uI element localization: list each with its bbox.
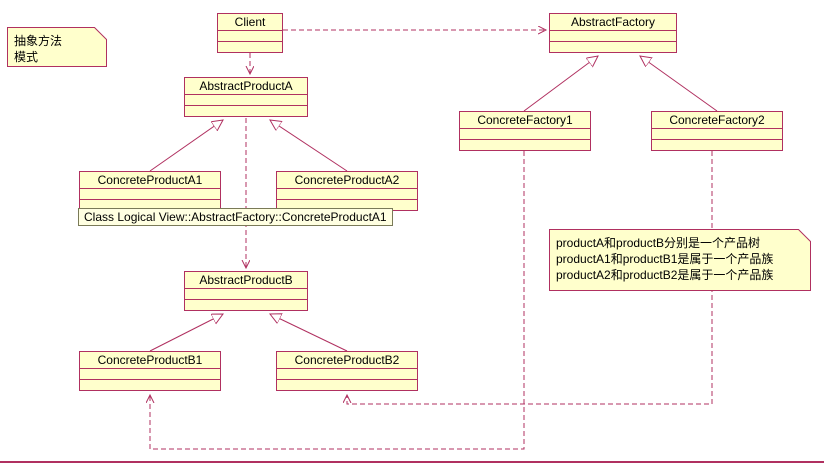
bottom-border-line — [0, 461, 824, 463]
operations-compartment — [277, 199, 417, 210]
note-text-line: productA1和productB1是属于一个产品族 — [556, 252, 774, 266]
operations-compartment — [460, 139, 590, 150]
class-name-label: ConcreteProductB1 — [97, 353, 203, 367]
attributes-compartment — [185, 288, 307, 299]
attributes-compartment — [80, 368, 220, 379]
attributes-compartment — [277, 368, 417, 379]
note-fold-icon — [798, 229, 811, 242]
class-box-concretefactory1[interactable]: ConcreteFactory1 — [459, 111, 591, 151]
note-text-line: 抽象方法 — [14, 34, 63, 48]
generalization-concreteproductb1-to-abstractproductb[interactable] — [149, 314, 223, 352]
operations-compartment — [550, 41, 676, 52]
dependency-concretefactory2-to-concreteproductb2[interactable] — [347, 151, 713, 405]
operations-compartment — [185, 105, 307, 116]
class-name-label: ConcreteProductA1 — [97, 173, 203, 187]
dependency-concretefactory1-to-concreteproductb1[interactable] — [150, 151, 525, 450]
attributes-compartment — [652, 128, 782, 139]
class-name-label: AbstractProductA — [199, 79, 293, 93]
note-text-line: productA2和productB2是属于一个产品族 — [556, 268, 774, 282]
note-product-family[interactable]: productA和productB分别是一个产品树 productA1和prod… — [549, 229, 811, 291]
class-name-label: Client — [234, 15, 266, 29]
class-name-label: ConcreteFactory2 — [669, 113, 765, 127]
note-text-line: productA和productB分别是一个产品树 — [556, 236, 761, 250]
class-box-abstractfactory[interactable]: AbstractFactory — [549, 13, 677, 53]
attributes-compartment — [460, 128, 590, 139]
note-pattern-title[interactable]: 抽象方法 模式 — [7, 27, 107, 67]
operations-compartment — [80, 199, 220, 210]
class-name-label: AbstractProductB — [199, 273, 293, 287]
attributes-compartment — [277, 188, 417, 199]
class-box-concretefactory2[interactable]: ConcreteFactory2 — [651, 111, 783, 151]
generalization-concreteproducta1-to-abstractproducta[interactable] — [149, 120, 223, 172]
operations-compartment — [185, 299, 307, 310]
operations-compartment — [652, 139, 782, 150]
generalization-concretefactory2-to-abstractfactory[interactable] — [640, 56, 718, 112]
attributes-compartment — [185, 94, 307, 105]
attributes-compartment — [218, 30, 282, 41]
operations-compartment — [218, 41, 282, 52]
class-box-concreteproductb2[interactable]: ConcreteProductB2 — [276, 351, 418, 391]
class-path-tooltip: Class Logical View::AbstractFactory::Con… — [78, 208, 393, 226]
class-name-label: ConcreteProductB2 — [294, 353, 400, 367]
class-box-concreteproducta2[interactable]: ConcreteProductA2 — [276, 171, 418, 211]
class-box-abstractproductb[interactable]: AbstractProductB — [184, 271, 308, 311]
attributes-compartment — [80, 188, 220, 199]
class-box-concreteproducta1[interactable]: ConcreteProductA1 — [79, 171, 221, 211]
class-box-concreteproductb1[interactable]: ConcreteProductB1 — [79, 351, 221, 391]
generalization-concreteproductb2-to-abstractproductb[interactable] — [270, 314, 348, 352]
operations-compartment — [277, 379, 417, 390]
operations-compartment — [80, 379, 220, 390]
class-box-abstractproducta[interactable]: AbstractProductA — [184, 77, 308, 117]
note-text-line: 模式 — [14, 50, 39, 64]
class-name-label: AbstractFactory — [570, 15, 656, 29]
generalization-concretefactory1-to-abstractfactory[interactable] — [523, 56, 598, 112]
generalization-concreteproducta2-to-abstractproducta[interactable] — [270, 120, 348, 172]
class-box-client[interactable]: Client — [217, 13, 283, 53]
note-fold-icon — [94, 27, 107, 40]
class-name-label: ConcreteProductA2 — [294, 173, 400, 187]
class-name-label: ConcreteFactory1 — [477, 113, 573, 127]
attributes-compartment — [550, 30, 676, 41]
